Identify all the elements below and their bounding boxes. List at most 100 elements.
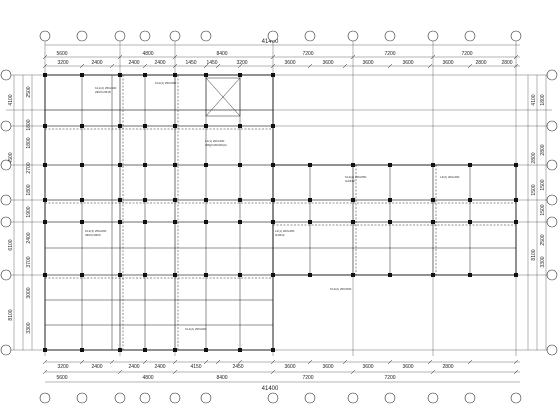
bottom-dimension-lines xyxy=(42,359,520,383)
beam-label: KL3(3) 250x600 xyxy=(85,229,107,233)
column xyxy=(143,273,147,277)
top-major-dim: 7200 xyxy=(302,51,313,57)
stair-opening xyxy=(205,77,241,117)
left-minor-dim: 3700 xyxy=(26,256,32,267)
axis-bubble xyxy=(427,392,439,404)
axis-bubble xyxy=(347,392,359,404)
dim-tick xyxy=(342,63,348,69)
dim-tick xyxy=(467,359,473,365)
column xyxy=(118,220,122,224)
axis-bubble xyxy=(76,30,88,42)
beam-label: 3Φ20;3Φ20 xyxy=(85,233,101,237)
column xyxy=(468,163,472,167)
top-dimension-lines xyxy=(42,44,520,69)
column xyxy=(143,73,147,77)
left-minor-dim: 2700 xyxy=(26,162,32,173)
right-major-dim: 4100 xyxy=(531,94,537,105)
dim-tick xyxy=(430,369,436,375)
axis-bubble xyxy=(114,392,126,404)
axis-bubble xyxy=(546,159,558,171)
column xyxy=(238,163,242,167)
column xyxy=(173,124,177,128)
beam-label: L2(1) 200x450 xyxy=(275,229,295,233)
right-minor-dim: 2500 xyxy=(540,234,546,245)
column xyxy=(351,163,355,167)
dim-tick xyxy=(42,369,48,375)
axis-bubble xyxy=(510,392,522,404)
dim-tick xyxy=(79,359,85,365)
column xyxy=(80,163,84,167)
column xyxy=(43,124,47,128)
axis-bubble xyxy=(200,30,212,42)
top-minor-dim: 3600 xyxy=(362,60,373,66)
right-major-dim: 2800 xyxy=(531,152,537,163)
column xyxy=(143,163,147,167)
dim-tick xyxy=(307,63,313,69)
column xyxy=(143,124,147,128)
column xyxy=(80,73,84,77)
axis-bubble xyxy=(267,30,279,42)
column xyxy=(173,220,177,224)
top-minor-dim: 2800 xyxy=(475,60,486,66)
column xyxy=(204,198,208,202)
axis-bubble xyxy=(0,194,12,206)
top-major-dim: 8400 xyxy=(216,51,227,57)
axis-bubble xyxy=(464,392,476,404)
dim-tick xyxy=(215,359,221,365)
beam-label: L3(2) 200x400 xyxy=(440,175,460,179)
beam-label: 2Φ20;2Φ18 xyxy=(95,90,111,94)
column xyxy=(308,220,312,224)
axis-bubble xyxy=(546,120,558,132)
column xyxy=(80,273,84,277)
column xyxy=(118,73,122,77)
dim-tick xyxy=(109,63,115,69)
column xyxy=(143,220,147,224)
left-minor-dim: 3000 xyxy=(26,287,32,298)
top-major-dim: 7200 xyxy=(384,51,395,57)
column xyxy=(204,220,208,224)
beam-annotations: KL1(2) 250x600 2Φ20;2Φ18 KL2(2) 250x500 … xyxy=(85,81,460,331)
axis-bubble xyxy=(546,69,558,81)
axis-bubble xyxy=(510,30,522,42)
column xyxy=(204,73,208,77)
right-dimension-lines xyxy=(527,75,547,350)
axis-bubble xyxy=(304,392,316,404)
dim-tick xyxy=(427,359,433,365)
beam-label: G2Φ12 xyxy=(345,179,355,183)
dim-tick xyxy=(237,359,243,365)
column xyxy=(173,348,177,352)
column xyxy=(514,163,518,167)
column xyxy=(388,220,392,224)
column xyxy=(43,198,47,202)
column xyxy=(173,73,177,77)
column xyxy=(43,163,47,167)
beam-label: KL2(2) 250x500 xyxy=(155,81,177,85)
right-minor-dim: 3300 xyxy=(540,256,546,267)
dim-tick xyxy=(307,359,313,365)
column xyxy=(204,348,208,352)
column xyxy=(238,198,242,202)
axis-bubble xyxy=(427,30,439,42)
top-minor-dim: 2400 xyxy=(128,60,139,66)
left-major-dim: 6100 xyxy=(8,239,14,250)
dim-tick xyxy=(215,63,221,69)
axis-bubble xyxy=(546,194,558,206)
column xyxy=(388,273,392,277)
dim-tick xyxy=(513,369,519,375)
dim-tick xyxy=(342,359,348,365)
beam-label: KL1(2) 250x600 xyxy=(95,86,117,90)
column xyxy=(80,124,84,128)
column xyxy=(351,198,355,202)
beam-label: KL2(2) 250x500 xyxy=(330,287,352,291)
axis-bubble xyxy=(0,69,12,81)
bottom-major-dim: 4800 xyxy=(142,375,153,381)
bottom-minor-dim: 2400 xyxy=(154,364,165,370)
axis-bubble xyxy=(39,392,51,404)
axis-bubble xyxy=(546,269,558,281)
axis-bubble xyxy=(76,392,88,404)
column xyxy=(238,348,242,352)
column xyxy=(43,220,47,224)
axis-bubble xyxy=(0,120,12,132)
axis-bubble xyxy=(200,392,212,404)
